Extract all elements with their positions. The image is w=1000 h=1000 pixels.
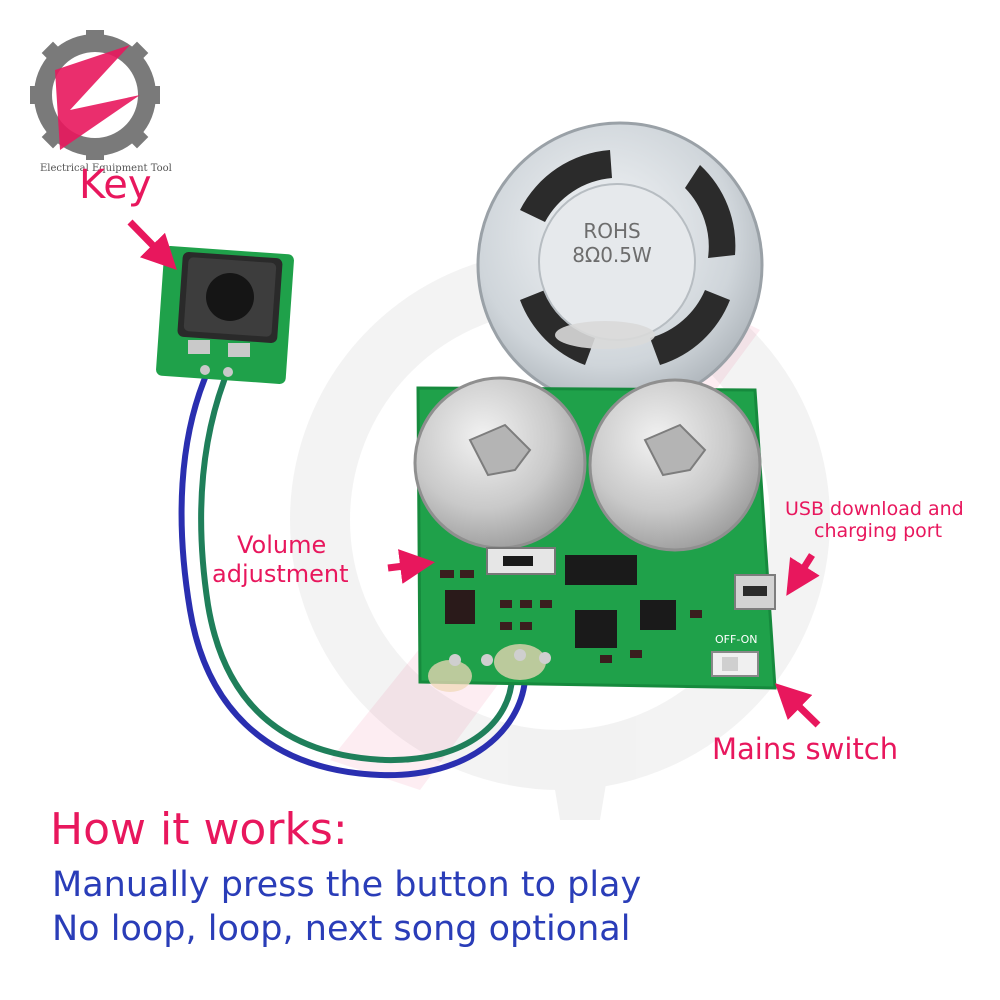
pcb-board: OFF-ON [413, 376, 777, 692]
brand-text: Electrical Equipment Tool [40, 163, 172, 174]
usb-arrow [786, 553, 820, 596]
key-label: Key [79, 162, 152, 208]
instruction-line-2: No loop, loop, next song optional [52, 909, 631, 949]
key-wires [178, 375, 528, 779]
usb-label-line2: charging port [814, 520, 943, 542]
gear-logo-icon [30, 30, 160, 160]
volume-arrow [387, 549, 435, 584]
usb-label-line1: USB download and [785, 498, 964, 520]
key-arrow [127, 219, 177, 271]
speaker: ROHS 8Ω0.5W [476, 121, 764, 409]
volume-label-line1: Volume [237, 531, 327, 559]
speaker-marking-rating: 8Ω0.5W [572, 243, 652, 267]
switch-marking: OFF-ON [715, 633, 757, 646]
callout-arrows [127, 219, 821, 728]
volume-label-line2: adjustment [212, 560, 349, 588]
mains-arrow [774, 683, 821, 728]
instruction-line-1: Manually press the button to play [52, 865, 642, 905]
how-it-works-heading: How it works: [50, 804, 348, 855]
key-module [156, 246, 294, 384]
mains-label: Mains switch [712, 732, 899, 766]
speaker-marking-rohs: ROHS [583, 219, 640, 243]
